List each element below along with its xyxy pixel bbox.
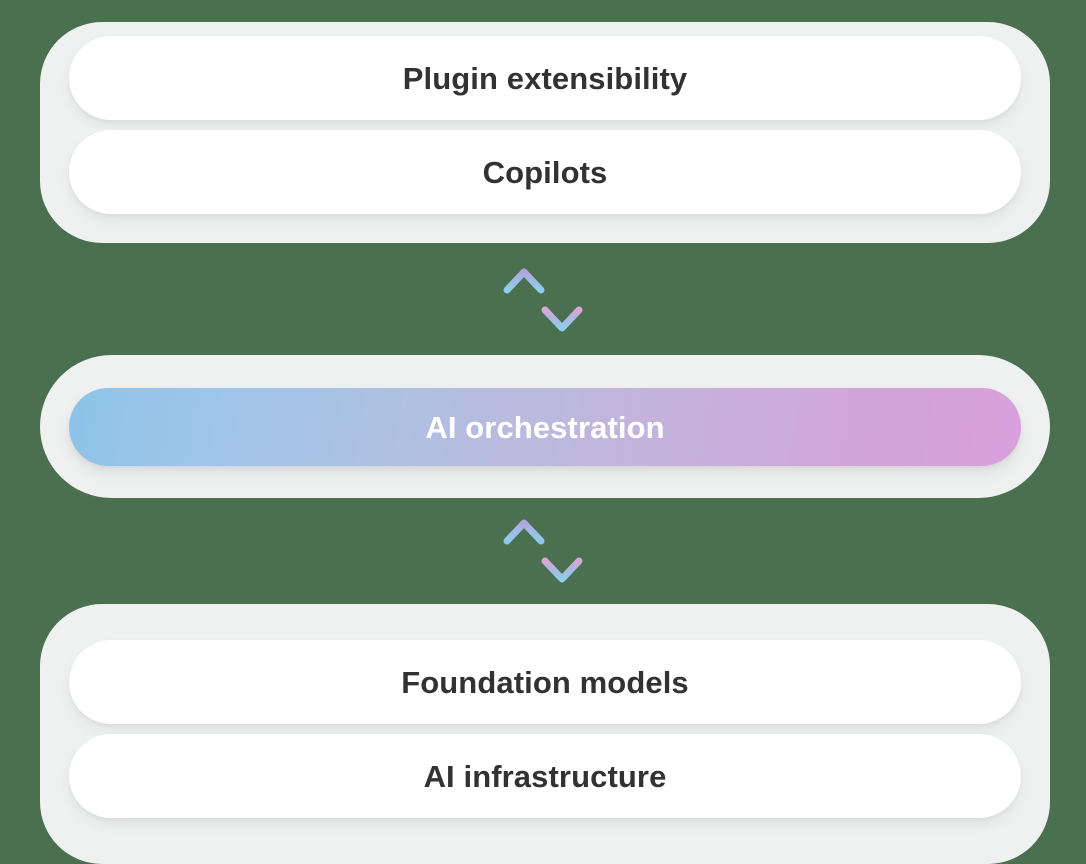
layer-label: Foundation models [401, 664, 689, 700]
connector-lower [0, 516, 1086, 586]
top-group-panel: Plugin extensibility Copilots [40, 22, 1050, 243]
layer-label: AI infrastructure [423, 758, 667, 794]
layer-row-plugin-extensibility[interactable]: Plugin extensibility [69, 36, 1021, 120]
layer-label: Copilots [482, 154, 608, 190]
layer-row-copilots[interactable]: Copilots [69, 130, 1021, 214]
layer-row-ai-orchestration[interactable]: AI orchestration [69, 388, 1021, 466]
arrows-up-down-icon [500, 518, 586, 584]
layer-label: Plugin extensibility [402, 60, 688, 96]
arrows-up-down-icon [500, 267, 586, 333]
middle-group-panel: AI orchestration [40, 355, 1050, 498]
bottom-group-panel: Foundation models AI infrastructure [40, 604, 1050, 864]
connector-upper [0, 265, 1086, 335]
layer-row-foundation-models[interactable]: Foundation models [69, 640, 1021, 724]
layer-row-ai-infrastructure[interactable]: AI infrastructure [69, 734, 1021, 818]
layer-label: AI orchestration [425, 409, 665, 445]
